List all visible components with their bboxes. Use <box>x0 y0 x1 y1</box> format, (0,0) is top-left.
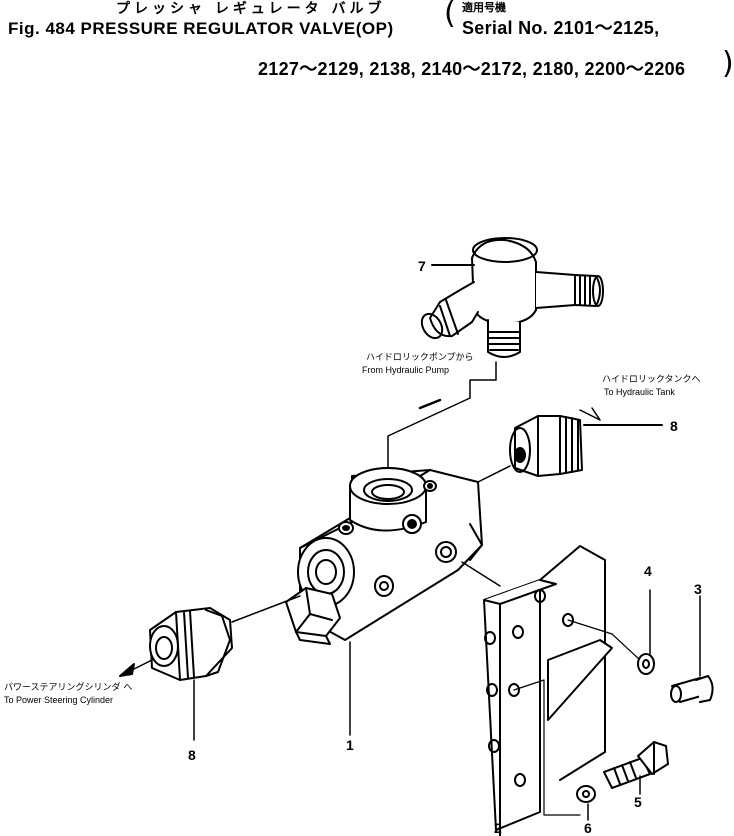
open-paren: ( <box>444 0 456 31</box>
serial-range-line1: Serial No. 2101～2125, <box>462 18 660 38</box>
bolt-part-5 <box>603 741 669 795</box>
tee-fitting-part-7 <box>420 237 604 358</box>
washer-part-6 <box>576 785 596 821</box>
to-tank-note-en: To Hydraulic Tank <box>604 387 675 397</box>
to-tank-note-jp: ハイドロリックタンクへ <box>602 375 701 385</box>
callout-3: 3 <box>694 581 702 597</box>
bracket-part-2 <box>483 545 641 836</box>
fitting-part-8-bottom <box>149 607 233 741</box>
close-paren: ) <box>722 46 734 81</box>
callout-8-bottom: 8 <box>188 747 196 763</box>
fitting-part-8-top <box>509 407 663 477</box>
from-pump-note-en: From Hydraulic Pump <box>362 365 450 375</box>
callout-6: 6 <box>584 820 592 836</box>
bolt-part-3 <box>670 595 714 703</box>
callout-1: 1 <box>346 737 354 753</box>
callout-7: 7 <box>418 258 426 274</box>
callout-2: 2 <box>494 820 502 836</box>
callout-5: 5 <box>634 794 642 810</box>
serial-label: 適用号機 <box>462 1 506 14</box>
to-cylinder-note-en: To Power Steering Cylinder <box>4 695 114 705</box>
figure-title: Fig. 484 PRESSURE REGULATOR VALVE(OP) <box>8 19 394 38</box>
callout-4: 4 <box>644 563 652 579</box>
from-pump-note-jp: ハイドロリックポンプから <box>366 353 474 363</box>
callout-8-top: 8 <box>670 418 678 434</box>
washer-part-4 <box>637 589 655 675</box>
serial-range-line2: 2127～2129, 2138, 2140～2172, 2180, 2200～2… <box>258 59 686 79</box>
title-japanese: プレッシャ レギュレータ バルブ <box>116 1 386 17</box>
valve-body-part-1 <box>285 467 483 736</box>
to-cylinder-note-jp: パワーステアリングシリンダ へ <box>4 683 133 693</box>
